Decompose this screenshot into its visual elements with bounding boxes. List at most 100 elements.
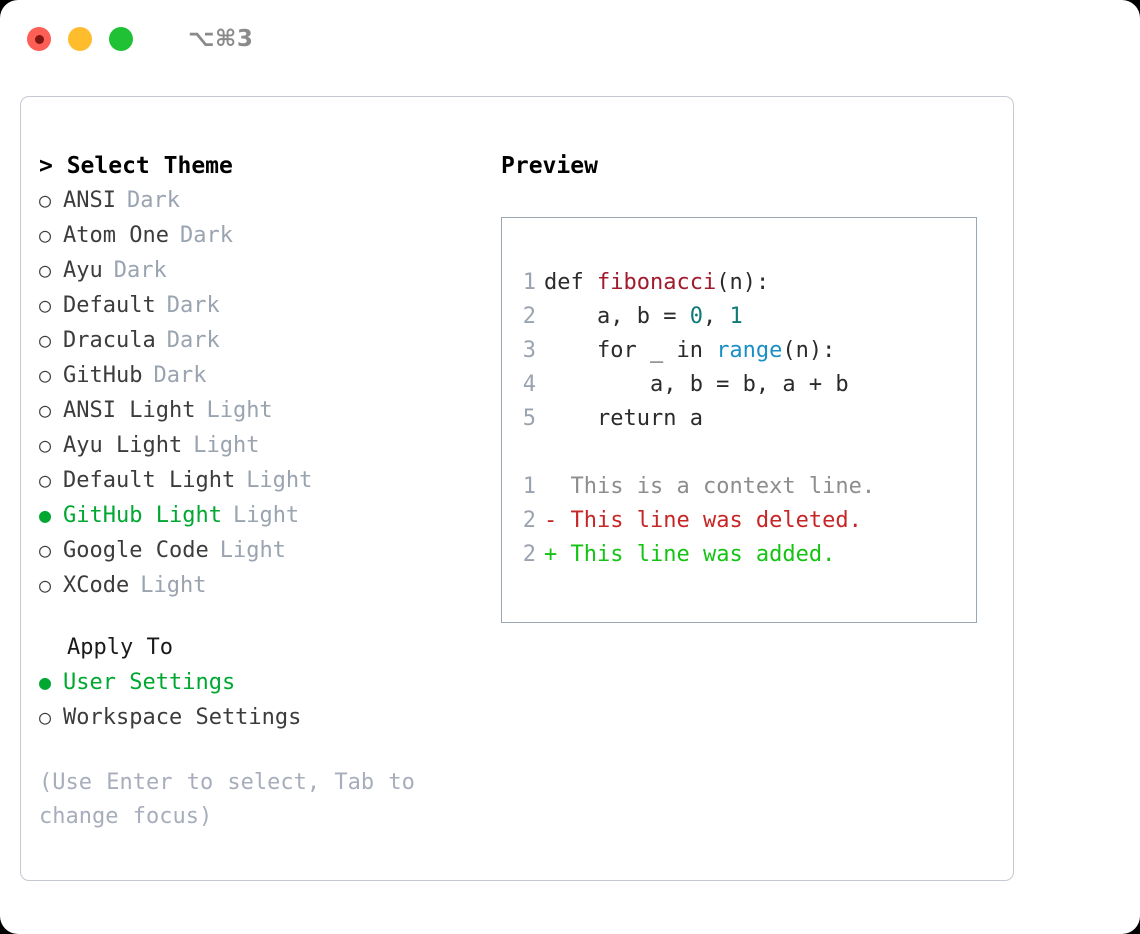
theme-item-variant: Dark bbox=[113, 258, 167, 283]
select-theme-header: > Select Theme bbox=[39, 153, 233, 179]
radio-unselected-icon: ○ bbox=[39, 573, 52, 597]
apply-to-item-workspace-settings[interactable]: ○ Workspace Settings bbox=[39, 700, 499, 735]
diff-marker: - bbox=[544, 508, 571, 533]
preview-title: Preview bbox=[501, 153, 598, 179]
diff-text: This line was deleted. bbox=[570, 508, 862, 533]
code-line-number: 5 bbox=[522, 406, 536, 431]
code-line: 3 for _ in range(n): bbox=[502, 334, 976, 368]
close-window-button[interactable] bbox=[27, 27, 51, 51]
theme-item-variant: Dark bbox=[153, 363, 207, 388]
diff-marker bbox=[544, 470, 571, 504]
window-controls bbox=[27, 27, 133, 51]
keyboard-hint-text: (Use Enter to select, Tab to change focu… bbox=[39, 770, 415, 829]
code-token: range bbox=[716, 338, 783, 363]
theme-item-google-code[interactable]: ○ Google Code Light bbox=[39, 533, 499, 568]
radio-unselected-icon: ○ bbox=[39, 433, 52, 457]
diff-text: This line was added. bbox=[570, 542, 836, 567]
theme-item-label: Dracula bbox=[63, 328, 156, 353]
theme-item-dracula[interactable]: ○ Dracula Dark bbox=[39, 323, 499, 358]
code-token: (n): bbox=[716, 270, 770, 295]
code-line: 4 a, b = b, a + b bbox=[502, 368, 976, 402]
theme-item-label: Default bbox=[63, 293, 156, 318]
theme-item-xcode[interactable]: ○ XCode Light bbox=[39, 568, 499, 603]
code-line: 5 return a bbox=[502, 402, 976, 436]
theme-item-label: Atom One bbox=[63, 223, 169, 248]
code-line-number: 4 bbox=[522, 372, 536, 397]
code-token: a, b = bbox=[544, 304, 690, 329]
minimize-window-button[interactable] bbox=[68, 27, 92, 51]
radio-unselected-icon: ○ bbox=[39, 328, 52, 352]
radio-unselected-icon: ○ bbox=[39, 363, 52, 387]
theme-item-variant: Dark bbox=[179, 223, 233, 248]
theme-item-label: GitHub Light bbox=[63, 503, 222, 528]
radio-unselected-icon: ○ bbox=[39, 188, 52, 212]
theme-item-variant: Light bbox=[193, 433, 260, 458]
theme-item-variant: Dark bbox=[126, 188, 180, 213]
radio-unselected-icon: ○ bbox=[39, 223, 52, 247]
diff-line-add: 2+ This line was added. bbox=[502, 538, 976, 572]
theme-item-atom-one[interactable]: ○ Atom One Dark bbox=[39, 218, 499, 253]
code-line: 2 a, b = 0, 1 bbox=[502, 300, 976, 334]
keyboard-shortcut-label: ⌥⌘3 bbox=[188, 26, 254, 52]
apply-to-item-user-settings[interactable]: ● User Settings bbox=[39, 665, 499, 700]
theme-item-label: Default Light bbox=[63, 468, 236, 493]
radio-selected-icon: ● bbox=[39, 670, 52, 694]
diff-sample: 1 This is a context line.2- This line wa… bbox=[502, 470, 976, 572]
theme-item-ansi[interactable]: ○ ANSI Dark bbox=[39, 183, 499, 218]
diff-line-number: 2 bbox=[522, 508, 536, 533]
apply-to-item-label: User Settings bbox=[63, 670, 236, 695]
theme-item-ayu[interactable]: ○ Ayu Dark bbox=[39, 253, 499, 288]
diff-line-number: 2 bbox=[522, 542, 536, 567]
code-line-number: 2 bbox=[522, 304, 536, 329]
theme-item-variant: Light bbox=[219, 538, 286, 563]
code-token: , bbox=[702, 304, 730, 329]
theme-item-label: Ayu bbox=[63, 258, 103, 283]
theme-item-label: Google Code bbox=[63, 538, 209, 563]
radio-unselected-icon: ○ bbox=[39, 705, 52, 729]
diff-line-ctx: 1 This is a context line. bbox=[502, 470, 976, 504]
theme-item-variant: Dark bbox=[166, 328, 220, 353]
radio-unselected-icon: ○ bbox=[39, 538, 52, 562]
radio-unselected-icon: ○ bbox=[39, 468, 52, 492]
apply-to-item-label: Workspace Settings bbox=[63, 705, 302, 730]
theme-item-label: ANSI bbox=[63, 188, 116, 213]
theme-item-default-light[interactable]: ○ Default Light Light bbox=[39, 463, 499, 498]
diff-line-number: 1 bbox=[522, 474, 536, 499]
radio-unselected-icon: ○ bbox=[39, 258, 52, 282]
code-token: fibonacci bbox=[596, 270, 717, 295]
code-line-number: 3 bbox=[522, 338, 536, 363]
code-token: return a bbox=[544, 406, 703, 431]
diff-line-del: 2- This line was deleted. bbox=[502, 504, 976, 538]
code-token: 0 bbox=[689, 304, 703, 329]
code-token: a, b = b, a + b bbox=[544, 372, 849, 397]
radio-selected-icon: ● bbox=[39, 503, 52, 527]
theme-item-label: ANSI Light bbox=[63, 398, 196, 423]
radio-unselected-icon: ○ bbox=[39, 398, 52, 422]
apply-to-header: Apply To bbox=[67, 635, 173, 660]
maximize-window-button[interactable] bbox=[109, 27, 133, 51]
code-token: for _ in bbox=[544, 338, 717, 363]
apply-to-list[interactable]: ● User Settings ○ Workspace Settings bbox=[39, 665, 499, 735]
diff-text: This is a context line. bbox=[570, 474, 876, 499]
theme-item-variant: Light bbox=[246, 468, 313, 493]
theme-item-label: XCode bbox=[63, 573, 130, 598]
code-line: 1 def fibonacci(n): bbox=[502, 266, 976, 300]
theme-item-variant: Light bbox=[140, 573, 207, 598]
code-token: (n): bbox=[782, 338, 836, 363]
code-line-number: 1 bbox=[522, 270, 536, 295]
radio-unselected-icon: ○ bbox=[39, 293, 52, 317]
code-token: def bbox=[544, 270, 597, 295]
code-token: 1 bbox=[729, 304, 743, 329]
